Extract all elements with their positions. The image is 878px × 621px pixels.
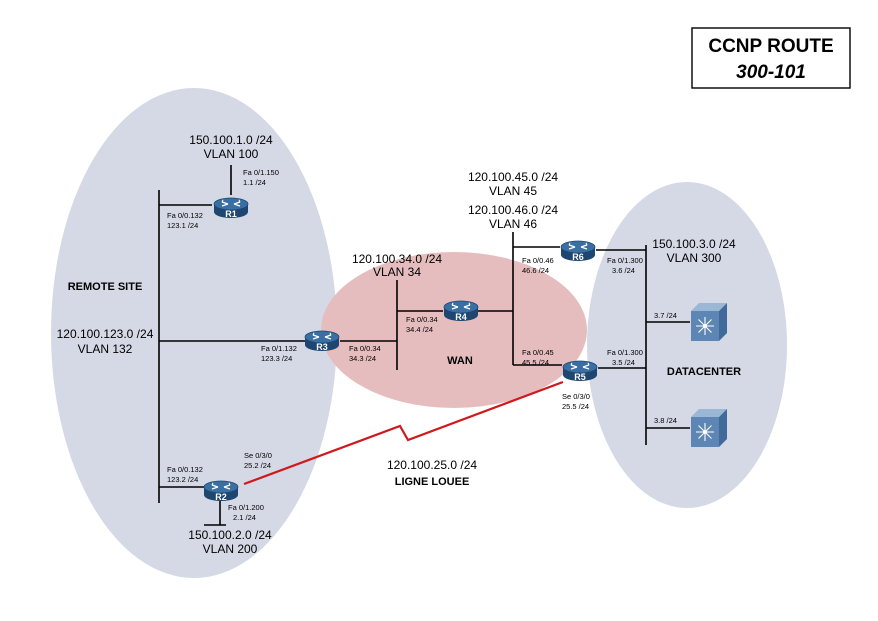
network-subnet: 150.100.3.0 /24 <box>652 237 736 251</box>
interface-ip: 34.3 /24 <box>349 354 376 363</box>
router-r3-label: R3 <box>316 342 328 352</box>
title-line1: CCNP ROUTE <box>708 36 833 57</box>
network-subnet: 150.100.1.0 /24 <box>189 133 273 147</box>
router-r4[interactable]: R4 <box>443 300 479 322</box>
router-r1-label: R1 <box>225 209 237 219</box>
network-subnet: 120.100.25.0 /24 <box>387 458 477 472</box>
interface-name: Fa 0/0.132 <box>167 211 203 220</box>
network-vlan: VLAN 300 <box>667 251 722 265</box>
interface-name: Fa 0/0.34 <box>406 315 438 324</box>
network-vlan: VLAN 45 <box>489 184 537 198</box>
interface-ip: 45.5 /24 <box>522 358 549 367</box>
layer3-switch-icon[interactable] <box>690 408 728 448</box>
interface-ip: 34.4 /24 <box>406 325 433 334</box>
interface-ip: 25.5 /24 <box>562 402 589 411</box>
title-box <box>691 27 851 89</box>
interface-name: Fa 0/1.150 <box>243 168 279 177</box>
interface-name: Fa 0/1.300 <box>607 348 643 357</box>
interface-name: Fa 0/0.46 <box>522 256 554 265</box>
network-vlan: VLAN 46 <box>489 217 537 231</box>
network-vlan: VLAN 200 <box>203 542 258 556</box>
router-r3[interactable]: R3 <box>304 330 340 352</box>
interface-name: Fa 0/1.300 <box>607 256 643 265</box>
interface-name: Se 0/3/0 <box>244 451 272 460</box>
datacenter-label: DATACENTER <box>667 366 741 378</box>
network-subnet: 120.100.45.0 /24 <box>468 170 558 184</box>
interface-ip: 123.3 /24 <box>261 354 292 363</box>
router-r5[interactable]: R5 <box>562 360 598 382</box>
title-line2: 300-101 <box>736 62 806 83</box>
interface-name: Se 0/3/0 <box>562 392 590 401</box>
router-r1[interactable]: R1 <box>213 197 249 219</box>
router-r4-label: R4 <box>455 312 467 322</box>
wan-label: WAN <box>447 355 473 367</box>
interface-ip: 3.6 /24 <box>612 266 635 275</box>
network-subnet: 120.100.34.0 /24 <box>352 252 442 266</box>
interface-ip: 2.1 /24 <box>233 513 256 522</box>
interface-name: Fa 0/1.200 <box>228 503 264 512</box>
interface-ip: 3.7 /24 <box>654 311 677 320</box>
network-subnet: 120.100.123.0 /24 <box>57 327 154 341</box>
router-r6-label: R6 <box>572 252 584 262</box>
wan-zone <box>321 252 587 408</box>
network-vlan: VLAN 100 <box>204 147 259 161</box>
interface-ip: 123.1 /24 <box>167 221 198 230</box>
interface-ip: 3.5 /24 <box>612 358 635 367</box>
router-r2[interactable]: R2 <box>203 480 239 502</box>
interface-ip: 3.8 /24 <box>654 416 677 425</box>
interface-name: Fa 0/1.132 <box>261 344 297 353</box>
network-subnet: 120.100.46.0 /24 <box>468 203 558 217</box>
interface-ip: 46.6 /24 <box>522 266 549 275</box>
interface-name: Fa 0/0.132 <box>167 465 203 474</box>
serial-leased-line <box>243 380 564 486</box>
interface-name: Fa 0/0.45 <box>522 348 554 357</box>
router-r2-label: R2 <box>215 492 227 502</box>
interface-ip: 1.1 /24 <box>243 178 266 187</box>
interface-name: Fa 0/0.34 <box>349 344 381 353</box>
datacenter-zone <box>587 182 787 508</box>
network-vlan: VLAN 132 <box>78 342 133 356</box>
remote-site-zone <box>51 88 337 578</box>
network-vlan: VLAN 34 <box>373 265 421 279</box>
leased-line-label: LIGNE LOUEE <box>395 476 470 488</box>
router-r6[interactable]: R6 <box>560 240 596 262</box>
layer3-switch-icon[interactable] <box>690 302 728 342</box>
remote-site-label: REMOTE SITE <box>68 281 143 293</box>
router-r5-label: R5 <box>574 372 586 382</box>
interface-ip: 25.2 /24 <box>244 461 271 470</box>
interface-ip: 123.2 /24 <box>167 475 198 484</box>
network-subnet: 150.100.2.0 /24 <box>188 528 272 542</box>
